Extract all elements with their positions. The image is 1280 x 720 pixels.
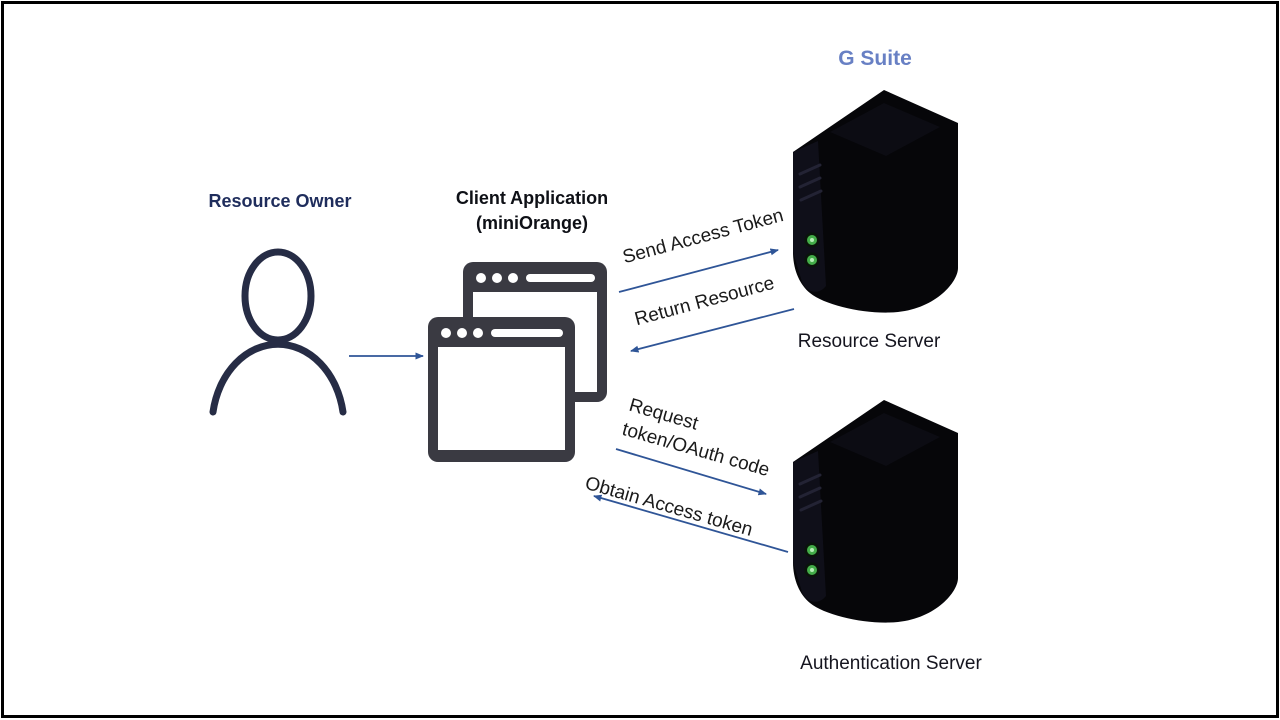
resource-server-label: Resource Server <box>797 331 941 352</box>
arrow-return-resource <box>630 308 795 353</box>
client-application-label-line1: Client Application <box>455 188 609 208</box>
arrow-obtain-access-token <box>593 494 789 553</box>
g-suite-title: G Suite <box>838 47 912 70</box>
arrow-send-access-token <box>618 248 779 293</box>
client-application-label-line2: (miniOrange) <box>475 213 588 233</box>
browser-window-front <box>428 317 575 462</box>
person-outline-icon <box>209 248 347 416</box>
resource-server-icon <box>791 90 960 315</box>
browser-windows-icon <box>428 262 607 462</box>
authentication-server-icon <box>791 400 960 625</box>
authentication-server-label: Authentication Server <box>800 653 982 674</box>
client-application-label: Client Application (miniOrange) <box>427 186 637 236</box>
arrow-request-token <box>615 448 767 496</box>
resource-owner-label: Resource Owner <box>208 191 352 211</box>
